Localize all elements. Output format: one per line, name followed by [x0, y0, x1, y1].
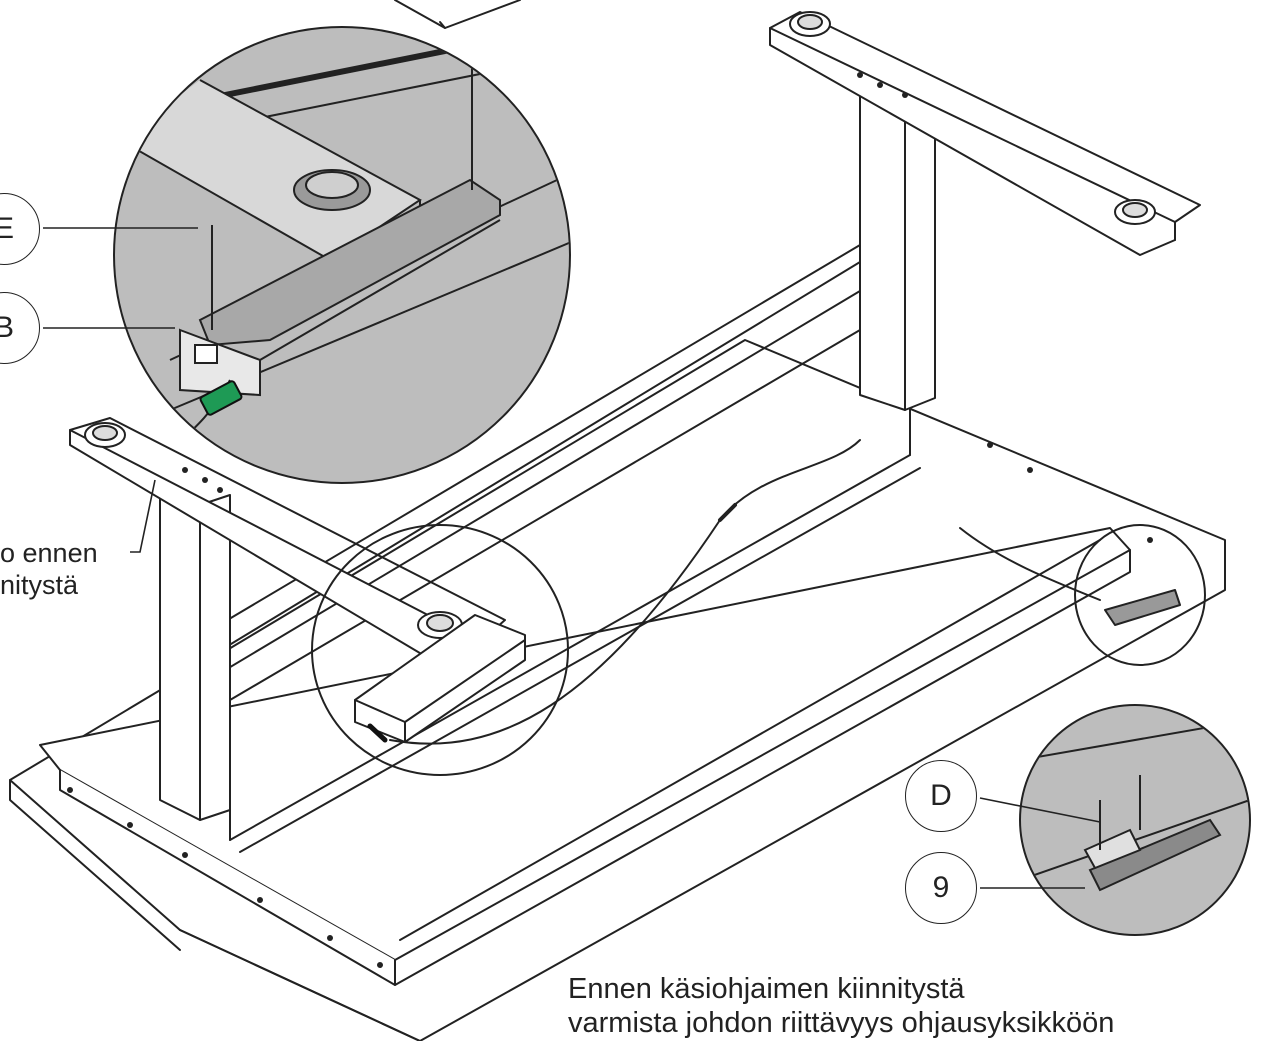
side-note-line2: nitystä [0, 570, 79, 600]
callout-d-label: D [930, 779, 952, 812]
hand-control [1104, 589, 1181, 626]
foot-right [769, 27, 1176, 256]
side-note-line1: o ennen [0, 538, 98, 568]
control-box [354, 614, 526, 743]
callout-9: 9 [905, 852, 977, 924]
instruction-caption: Ennen käsiohjaimen kiinnitystä varmista … [568, 972, 1114, 1040]
detail-circle-small-left [311, 524, 569, 776]
connector-plug [199, 380, 243, 416]
caption-line2: varmista johdon riittävyys ohjausyksikkö… [568, 1007, 1115, 1039]
zoom-detail-large [113, 26, 571, 484]
callout-b-label: B [0, 311, 14, 344]
desktop-corner [394, 0, 521, 29]
frame-rail-front [39, 527, 1131, 961]
caption-line1: Ennen käsiohjaimen kiinnitystä [568, 973, 965, 1005]
callout-e-label: E [0, 212, 14, 245]
callout-d: D [905, 760, 977, 832]
callout-9-label: 9 [932, 871, 950, 904]
side-note: o ennen nitystä [0, 537, 98, 601]
leg-right [859, 94, 936, 411]
leader-d [979, 797, 1101, 823]
zoom-detail-hand-control [1019, 704, 1251, 936]
cable [389, 439, 861, 745]
detail-circle-small-right [1074, 524, 1206, 666]
leader-note [130, 479, 156, 553]
